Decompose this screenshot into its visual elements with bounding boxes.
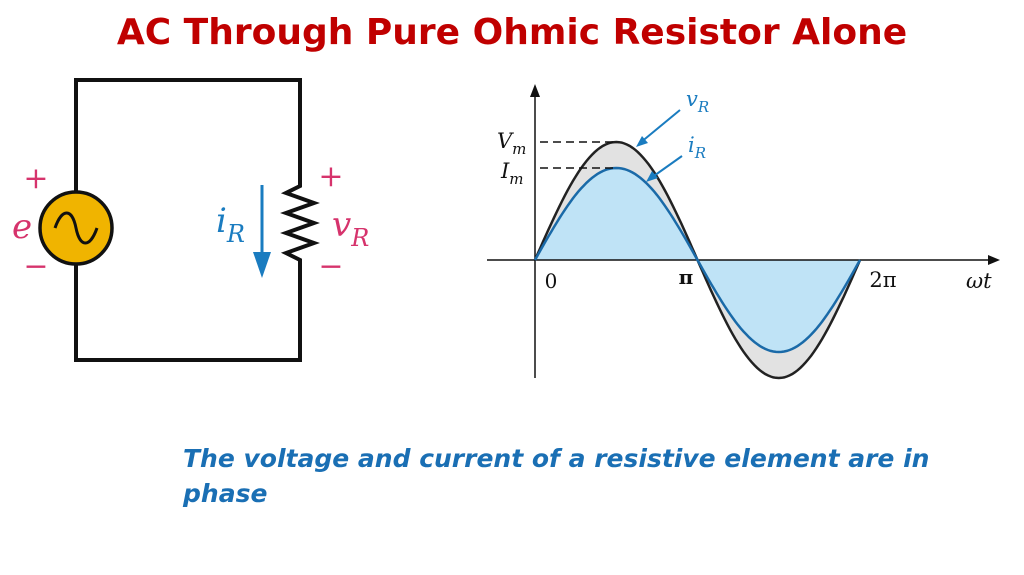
current-label: iR <box>216 201 245 248</box>
resistor-symbol <box>280 180 320 266</box>
resistor-plus-sign: + <box>318 159 343 194</box>
x-axis-arrow <box>988 255 1000 265</box>
circuit-wire <box>74 78 302 362</box>
pi-tick-label: π <box>679 265 694 289</box>
circuit-diagram: + e − iR + vR − <box>12 78 369 362</box>
ir-callout-label: iR <box>688 133 706 162</box>
im-label: Im <box>500 159 524 188</box>
two-pi-tick-label: 2π <box>869 268 896 292</box>
ir-pointer-line <box>650 155 683 179</box>
origin-tick-label: 0 <box>545 269 558 293</box>
ir-pointer-head <box>646 171 658 182</box>
source-label: e <box>12 207 32 247</box>
current-curve <box>533 166 862 354</box>
voltage-label: vR <box>332 205 369 252</box>
vr-callout-label: vR <box>686 87 709 116</box>
resistor-minus-sign: − <box>318 249 343 284</box>
source-minus-sign: − <box>23 249 48 284</box>
current-arrow-head <box>253 252 271 278</box>
vr-pointer-line <box>639 109 681 144</box>
page-title: AC Through Pure Ohmic Resistor Alone <box>116 12 908 53</box>
caption-text: The voltage and current of a resistive e… <box>183 444 930 508</box>
x-axis-label: ωt <box>966 269 992 293</box>
sine-wave-icon <box>53 211 99 245</box>
waveform-graph: Vm Im 0 π 2π ωt vR iR <box>487 84 1000 380</box>
y-axis-arrow <box>530 84 540 97</box>
source-plus-sign: + <box>23 161 48 196</box>
vm-label: Vm <box>497 129 526 158</box>
vr-pointer-head <box>636 136 648 147</box>
